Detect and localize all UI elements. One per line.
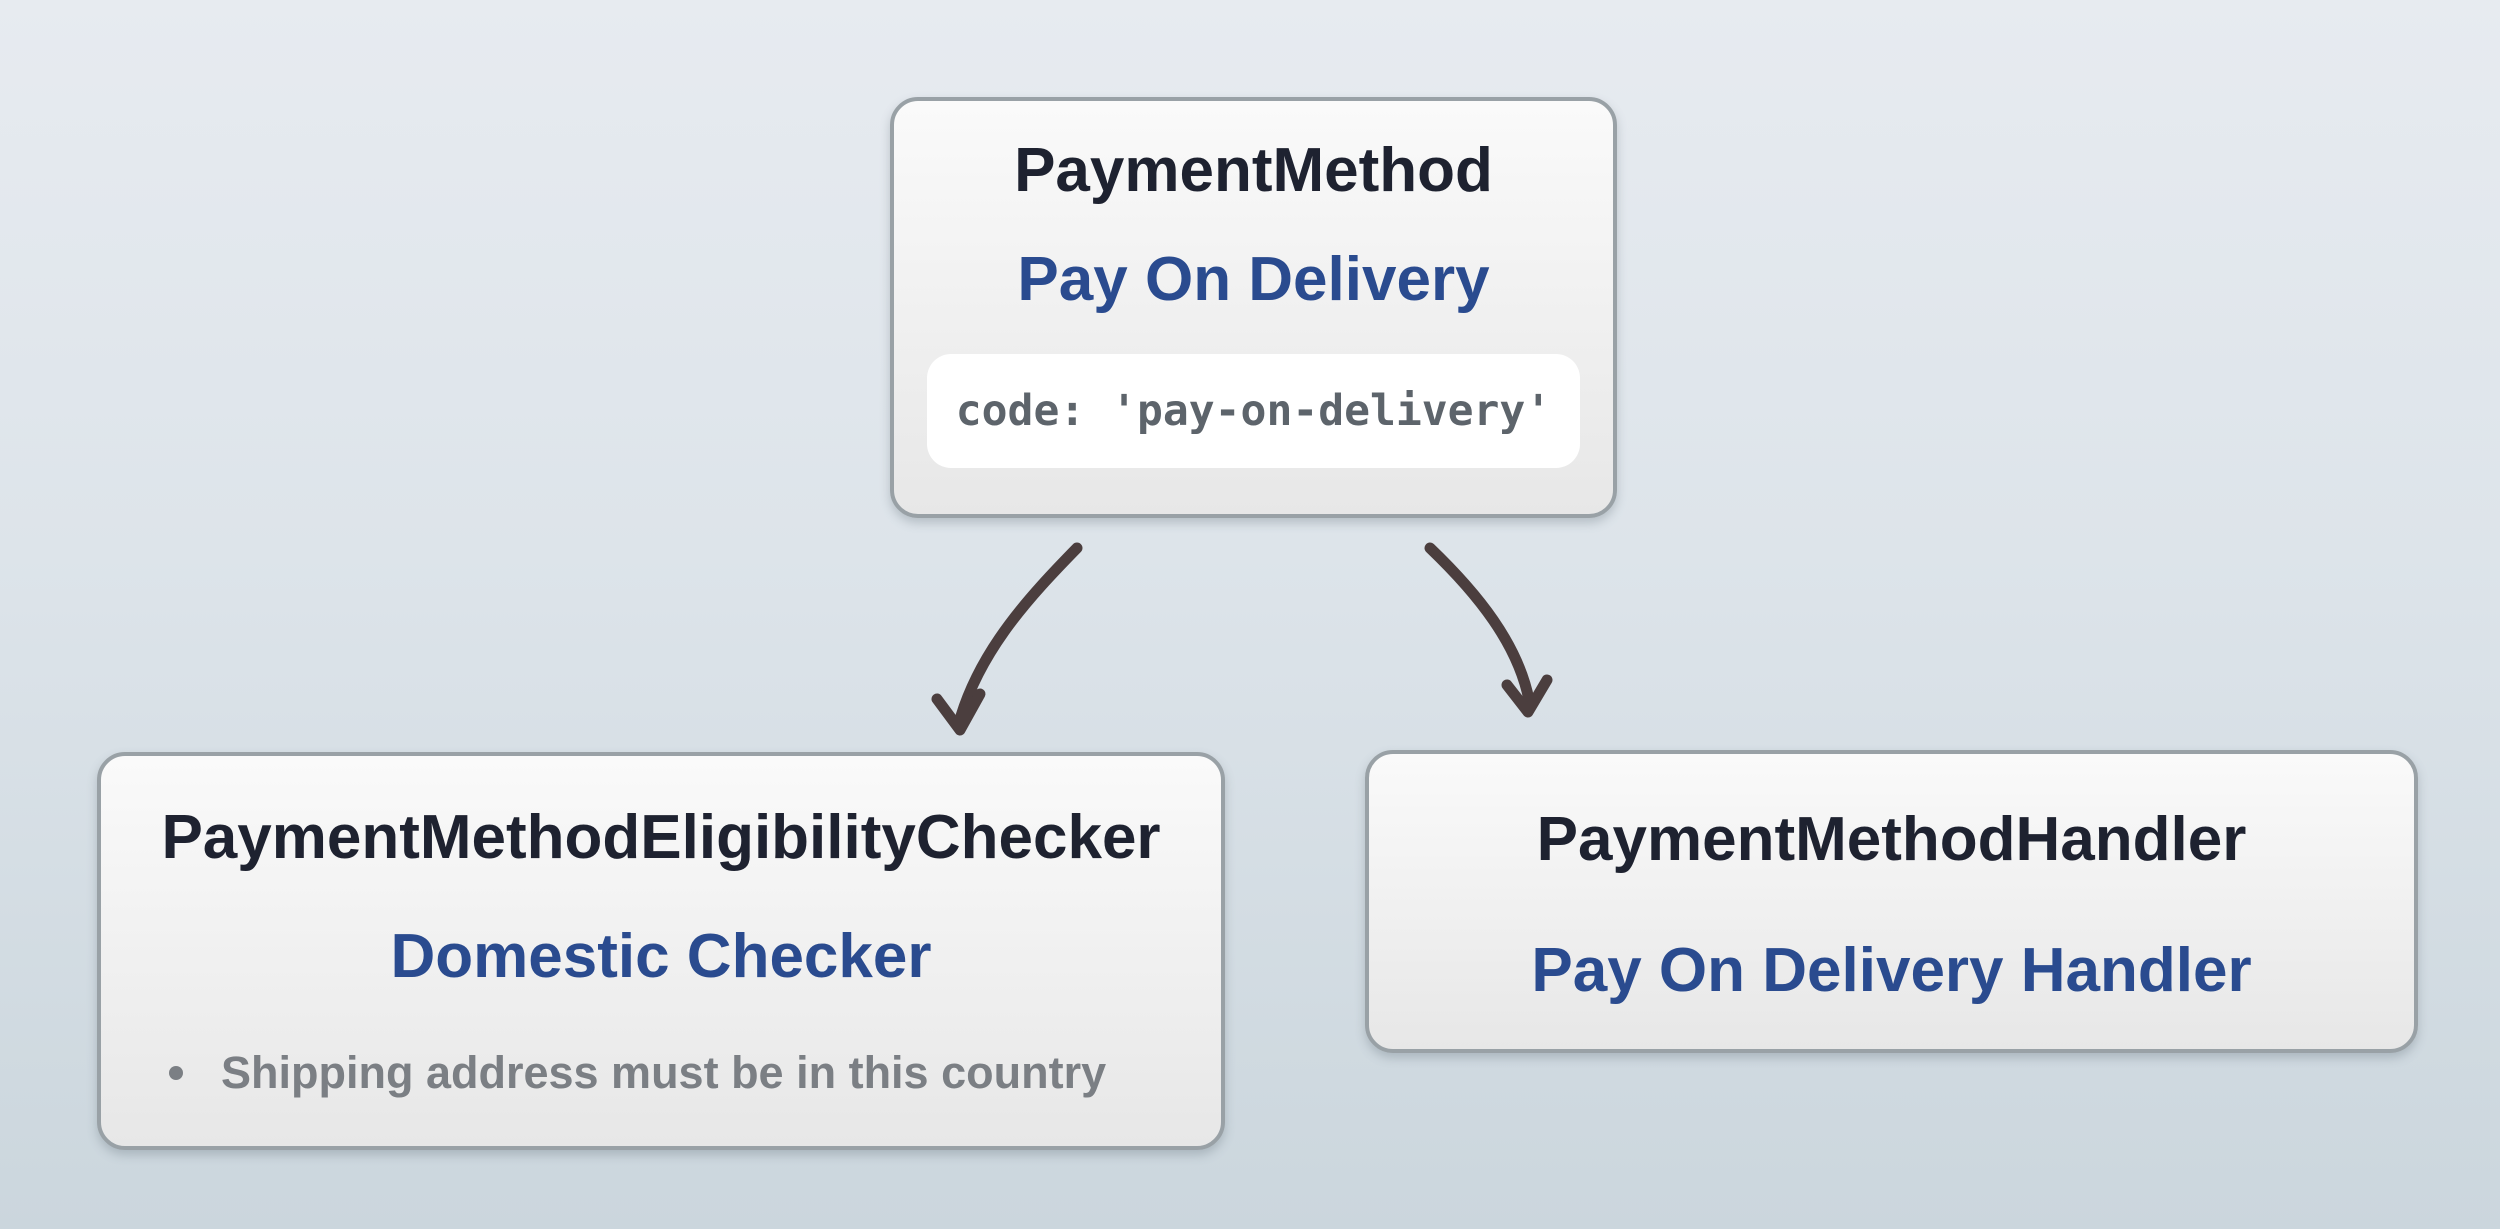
payment-method-code: code: 'pay-on-delivery' — [955, 386, 1552, 436]
payment-method-code-chip: code: 'pay-on-delivery' — [927, 354, 1580, 468]
arrow-to-handler — [1424, 542, 1553, 718]
payment-method-node: PaymentMethod Pay On Delivery code: 'pay… — [890, 97, 1617, 518]
handler-node: PaymentMethodHandler Pay On Delivery Han… — [1365, 750, 2418, 1053]
eligibility-checker-label: Domestic Checker — [390, 922, 932, 991]
eligibility-rule-item: Shipping address must be in this country — [121, 1042, 1201, 1104]
handler-label: Pay On Delivery Handler — [1531, 936, 2252, 1005]
eligibility-rule-text: Shipping address must be in this country — [221, 1047, 1107, 1098]
arrow-to-eligibility-checker — [931, 542, 1083, 736]
bullet-icon — [169, 1066, 183, 1080]
payment-method-class-name: PaymentMethod — [1014, 136, 1493, 205]
eligibility-checker-class-name: PaymentMethodEligibilityChecker — [161, 803, 1161, 872]
payment-method-label: Pay On Delivery — [1017, 244, 1490, 314]
eligibility-checker-node: PaymentMethodEligibilityChecker Domestic… — [97, 752, 1225, 1150]
handler-class-name: PaymentMethodHandler — [1536, 805, 2247, 874]
